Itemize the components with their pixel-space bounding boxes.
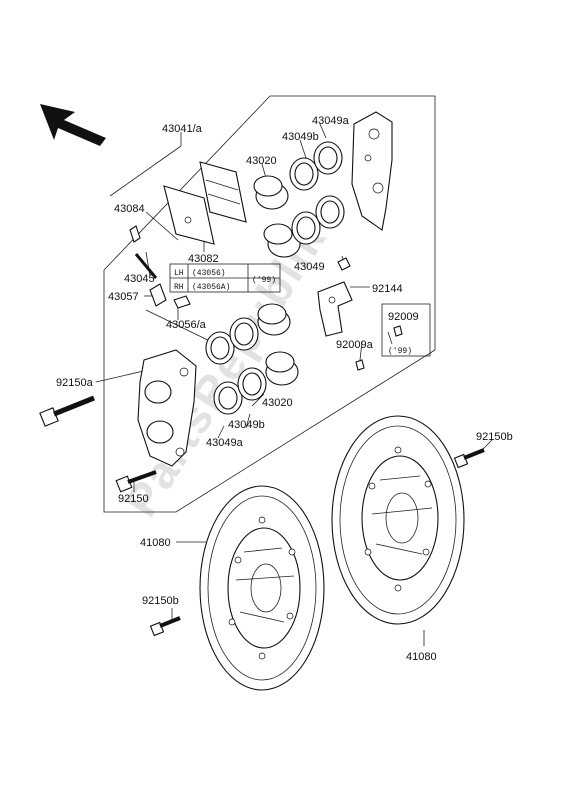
label-43049b-bottom: 43049b [228, 419, 265, 431]
label-43049a-top: 43049a [312, 115, 350, 127]
mounting-bolt-92150a [39, 395, 95, 427]
piston-lower-1 [257, 303, 291, 336]
pad-pin [134, 253, 158, 279]
brake-disc-right [331, 415, 465, 625]
label-43020-bottom: 43020 [262, 397, 293, 409]
label-43084: 43084 [114, 203, 145, 215]
brake-pad-inner [163, 185, 215, 245]
label-92009: 92009 [388, 311, 419, 323]
bleeder-valve [173, 295, 191, 309]
caliper-half-inner [137, 349, 197, 467]
brake-pad-outer [199, 161, 247, 223]
label-92150b-right: 92150b [476, 431, 513, 443]
label-41080-left: 41080 [140, 537, 171, 549]
piston-upper-1 [253, 175, 289, 210]
variant-table: LH (43056) RH (43056A) ('99) [169, 263, 281, 293]
label-41080-right: 41080 [406, 651, 437, 663]
label-year-99: ('99) [388, 347, 412, 356]
seal-set-upper [289, 141, 345, 245]
table-lh-code: (43056) [192, 269, 226, 278]
seal-set-lower [205, 317, 267, 415]
brake-disc-left [199, 485, 325, 691]
disc-bolt-right [453, 448, 485, 469]
table-rh-code: (43056A) [192, 283, 230, 292]
table-year: ('99) [252, 276, 276, 285]
fitting-92009a [355, 359, 365, 371]
mounting-bolt-92150 [115, 470, 157, 493]
label-43020-top: 43020 [246, 155, 277, 167]
label-92150: 92150 [118, 493, 149, 505]
hanger-bolt [149, 283, 167, 307]
caliper-half-outer [351, 111, 393, 231]
piston-upper-2 [263, 223, 301, 258]
pad-spring-clip [129, 225, 141, 243]
table-lh-label: LH [174, 269, 184, 278]
label-43049b-top: 43049b [282, 131, 319, 143]
label-43082: 43082 [188, 253, 219, 265]
label-43056a: 43056/a [166, 319, 207, 331]
label-43041a: 43041/a [162, 123, 203, 135]
label-92150a: 92150a [56, 377, 94, 389]
front-direction-arrow-icon [40, 104, 106, 146]
bleed-nut [337, 257, 351, 271]
label-92144: 92144 [372, 283, 403, 295]
table-rh-label: RH [174, 283, 184, 292]
label-43049a-bottom: 43049a [206, 437, 244, 449]
label-43045: 43045 [124, 273, 155, 285]
year-99-group-box [381, 303, 431, 357]
label-43049-right: 43049 [294, 261, 325, 273]
mounting-bracket [317, 281, 353, 337]
piston-lower-2 [265, 351, 299, 386]
label-92150b-left: 92150b [142, 595, 179, 607]
caliper-group-outline [103, 95, 436, 513]
label-43057: 43057 [108, 291, 139, 303]
disc-bolt-left [149, 616, 181, 637]
label-92009a: 92009a [336, 339, 374, 351]
fitting-92009 [393, 325, 403, 337]
